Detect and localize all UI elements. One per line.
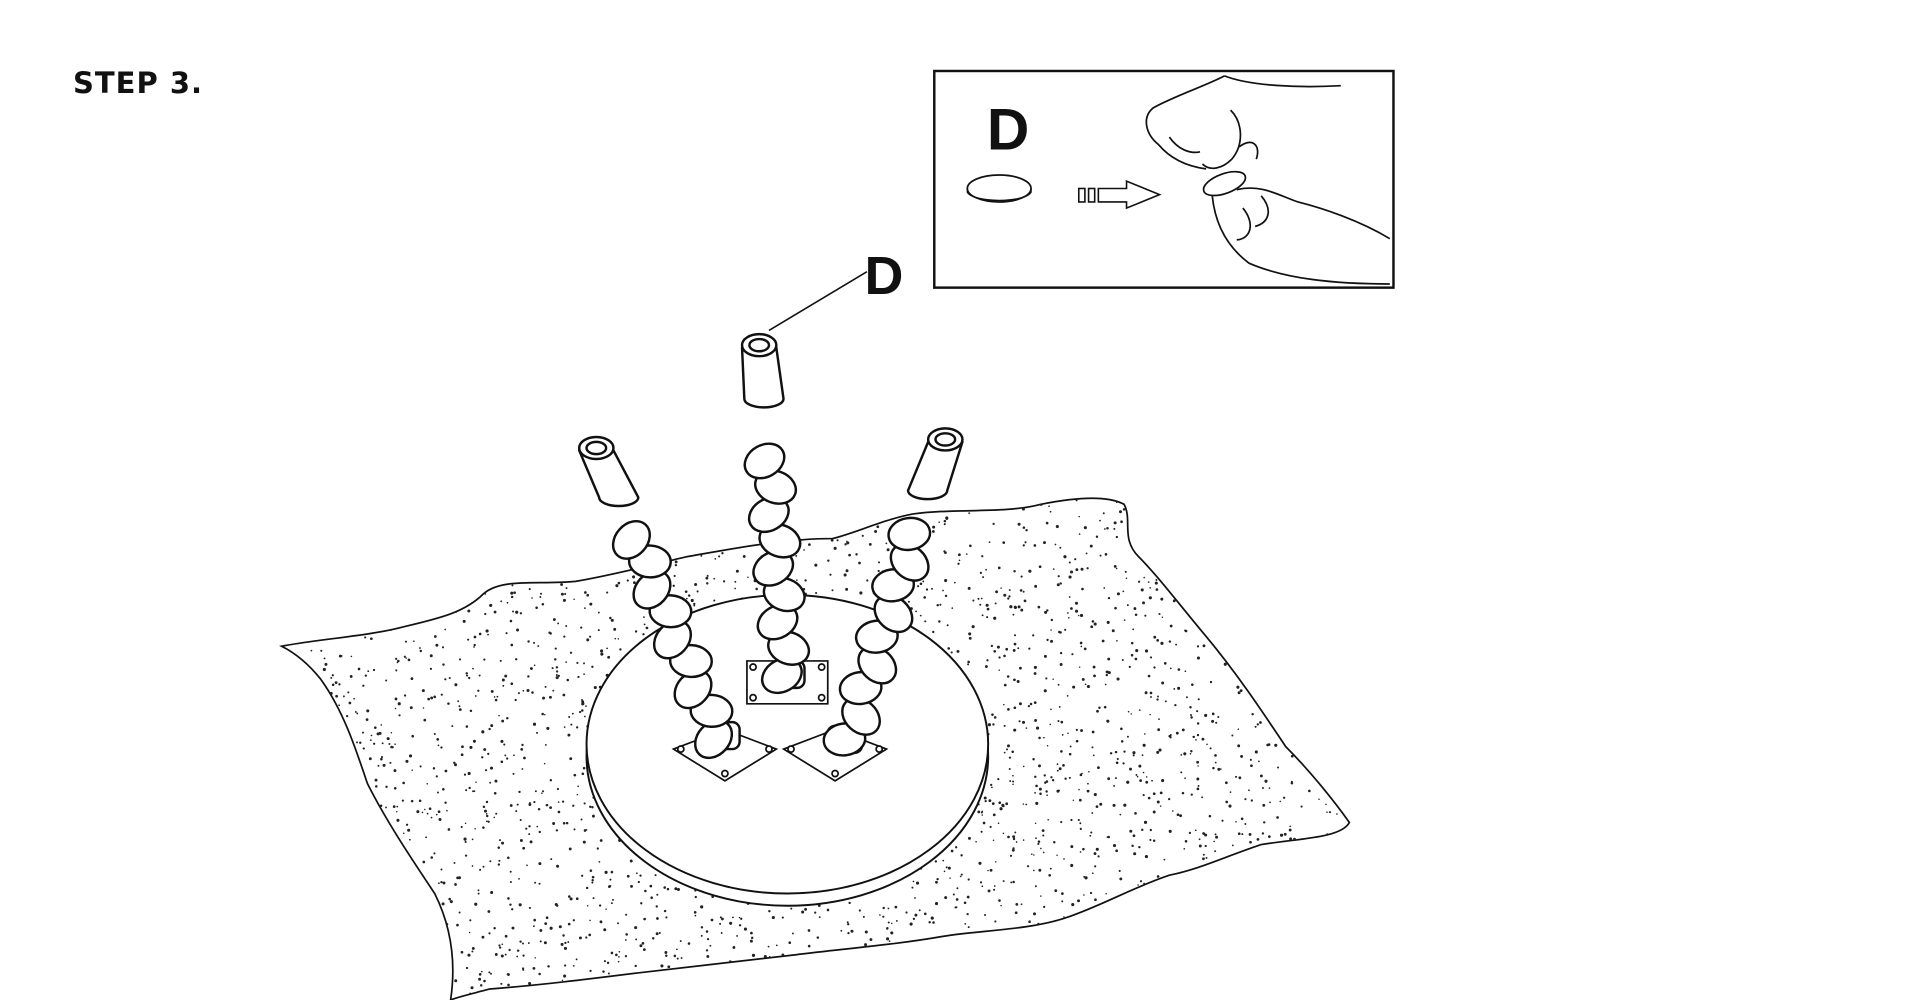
leg <box>577 435 741 760</box>
inset-label: D <box>987 97 1029 162</box>
part-d-callout: D <box>768 246 903 332</box>
callout-label: D <box>864 246 903 306</box>
step-title: STEP 3. <box>73 66 204 100</box>
leg <box>740 332 811 695</box>
arrow-right-icon <box>1077 179 1162 210</box>
inset-box: D <box>933 69 1395 289</box>
leg <box>822 427 964 757</box>
hand-applying-pad-icon <box>1145 75 1391 285</box>
felt-pad-icon <box>966 174 1032 203</box>
table-legs <box>577 332 964 760</box>
